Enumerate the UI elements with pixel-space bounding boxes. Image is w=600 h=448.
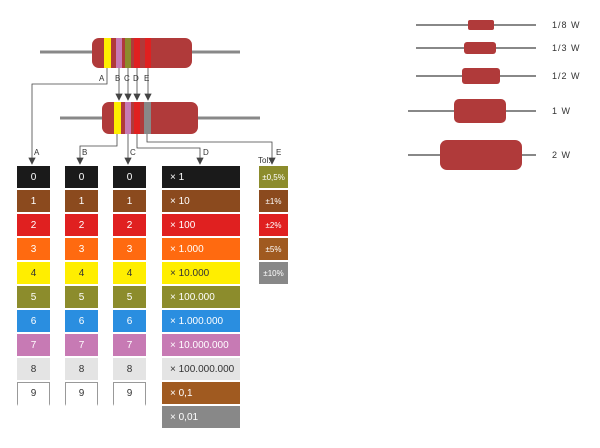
digit-b-cell-3: 3 [65, 238, 98, 262]
digit-c-cell-8: 8 [113, 358, 146, 382]
multiplier-cell-10: × 0,01 [162, 406, 240, 430]
multiplier-cell-8: × 100.000.000 [162, 358, 240, 382]
mark-e-col: E [276, 148, 282, 157]
digit-a-cell-0: 0 [17, 166, 50, 190]
digit-b-cell-8: 8 [65, 358, 98, 382]
mark-d-col: D [203, 148, 209, 157]
digit-b-cell-0: 0 [65, 166, 98, 190]
wattage-label-1w: 1 W [552, 106, 572, 116]
top-resistor [40, 38, 240, 68]
mark-e-top: E [144, 74, 150, 83]
mark-a-col: A [34, 148, 40, 157]
digit-c-cell-1: 1 [113, 190, 146, 214]
wattage-resistors [408, 20, 536, 170]
digit-b-cell-5: 5 [65, 286, 98, 310]
digit-a-cell-1: 1 [17, 190, 50, 214]
tolerance-cell-3: ±5% [259, 238, 288, 262]
digit-c-cell-5: 5 [113, 286, 146, 310]
wattage-label-2w: 2 W [552, 150, 572, 160]
digit-b-cell-6: 6 [65, 310, 98, 334]
mark-b-top: B [115, 74, 121, 83]
mark-a-top: A [99, 74, 105, 83]
multiplier-column: × 1× 10× 100× 1.000× 10.000× 100.000× 1.… [162, 166, 240, 438]
digit-a-cell-6: 6 [17, 310, 50, 334]
mark-c-top: C [124, 74, 130, 83]
multiplier-cell-6: × 1.000.000 [162, 310, 240, 334]
digit-a-cell-8: 8 [17, 358, 50, 382]
digit-b-cell-4: 4 [65, 262, 98, 286]
digit-c-cell-3: 3 [113, 238, 146, 262]
digit-b-cell-1: 1 [65, 190, 98, 214]
tolerance-cell-2: ±2% [259, 214, 288, 238]
tolerance-cell-1: ±1% [259, 190, 288, 214]
multiplier-cell-5: × 100.000 [162, 286, 240, 310]
mark-tol-col: Tol. [258, 156, 271, 165]
digit-a-cell-2: 2 [17, 214, 50, 238]
digit-a-cell-3: 3 [17, 238, 50, 262]
digit-c-cell-7: 7 [113, 334, 146, 358]
multiplier-cell-4: × 10.000 [162, 262, 240, 286]
wattage-label-1-2: 1/2 W [552, 71, 581, 81]
multiplier-cell-3: × 1.000 [162, 238, 240, 262]
mark-c-col: C [130, 148, 136, 157]
digit-b-cell-2: 2 [65, 214, 98, 238]
multiplier-cell-2: × 100 [162, 214, 240, 238]
tolerance-column: ±0,5%±1%±2%±5%±10% [259, 166, 288, 290]
digit-c-cell-9: 9 [113, 382, 146, 406]
wattage-label-1-8: 1/8 W [552, 20, 581, 30]
multiplier-cell-7: × 10.000.000 [162, 334, 240, 358]
tolerance-cell-0: ±0,5% [259, 166, 288, 190]
digit-c-cell-0: 0 [113, 166, 146, 190]
multiplier-cell-0: × 1 [162, 166, 240, 190]
digit-a-cell-5: 5 [17, 286, 50, 310]
digit-b-cell-9: 9 [65, 382, 98, 406]
digit-c-cell-2: 2 [113, 214, 146, 238]
bottom-resistor [60, 102, 260, 134]
digit-a-cell-7: 7 [17, 334, 50, 358]
digit-c-cell-4: 4 [113, 262, 146, 286]
mark-b-col: B [82, 148, 88, 157]
multiplier-cell-1: × 10 [162, 190, 240, 214]
wattage-label-1-3: 1/3 W [552, 43, 581, 53]
leader-lines [28, 68, 276, 165]
digit-a-cell-4: 4 [17, 262, 50, 286]
digit-b-cell-7: 7 [65, 334, 98, 358]
tolerance-cell-4: ±10% [259, 262, 288, 286]
mark-d-top: D [133, 74, 139, 83]
multiplier-cell-9: × 0,1 [162, 382, 240, 406]
digit-c-cell-6: 6 [113, 310, 146, 334]
digit-a-cell-9: 9 [17, 382, 50, 406]
